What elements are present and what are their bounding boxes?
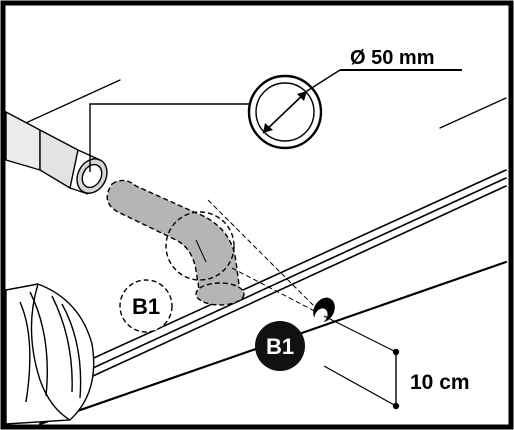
- distance-label: 10 cm: [410, 371, 470, 394]
- suction-pipe: [5, 110, 108, 195]
- badge-b1-outline-label: B1: [132, 294, 160, 319]
- elbow-fitting: [106, 179, 325, 317]
- diameter-label: Ø 50 mm: [350, 47, 434, 69]
- diameter-detail-circle: [247, 69, 341, 150]
- elbow-fitting-outlet: [195, 282, 245, 306]
- distance-dimension: [323, 315, 400, 410]
- elbow-fitting-body: [106, 179, 241, 301]
- elbow-fitting-collar: [165, 211, 235, 281]
- badge-b1-outline: B1: [119, 279, 173, 333]
- badge-b1-filled: B1: [255, 321, 305, 371]
- wall-opening: [313, 297, 335, 324]
- badge-b1-filled-label: B1: [266, 334, 294, 359]
- diameter-leader-line: [89, 103, 250, 172]
- pump-motor: [5, 283, 95, 425]
